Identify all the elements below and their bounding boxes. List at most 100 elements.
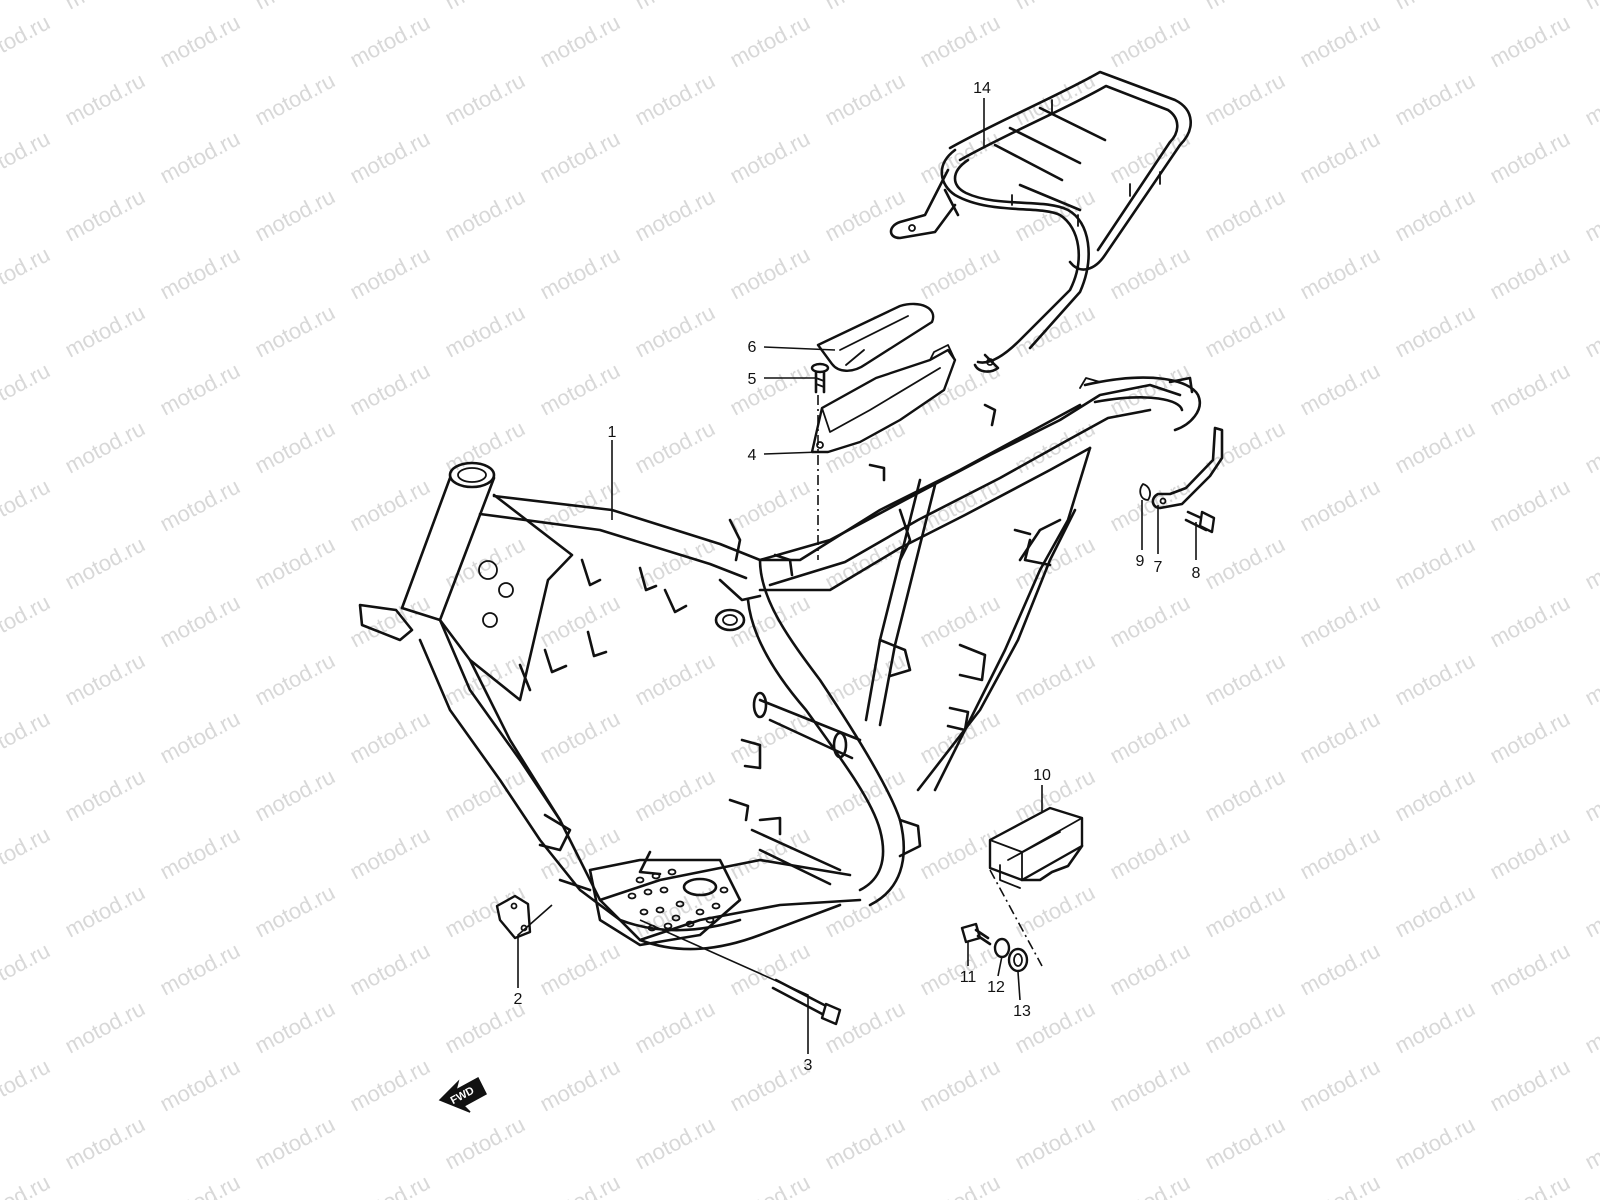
watermark-text: motod.ru bbox=[1201, 532, 1289, 595]
watermark-text: motod.ru bbox=[1106, 1170, 1194, 1200]
watermark-text: motod.ru bbox=[631, 880, 719, 943]
tray-bracket bbox=[810, 344, 957, 454]
watermark-text: motod.ru bbox=[346, 706, 434, 769]
watermark-text: motod.ru bbox=[631, 68, 719, 131]
skid-hole bbox=[655, 906, 665, 914]
watermark-text: motod.ru bbox=[1486, 474, 1574, 537]
watermark-text: motod.ru bbox=[1391, 532, 1479, 595]
watermark-text: motod.ru bbox=[1391, 0, 1479, 14]
watermark-text: motod.ru bbox=[726, 474, 814, 537]
watermark-text: motod.ru bbox=[536, 938, 624, 1001]
watermark-text: motod.ru bbox=[61, 1112, 149, 1175]
watermark-text: motod.ru bbox=[631, 0, 719, 14]
watermark-text: motod.ru bbox=[156, 822, 244, 885]
watermark-text: motod.ru bbox=[1011, 880, 1099, 943]
motorcycle-frame bbox=[358, 376, 1201, 951]
watermark-text: motod.ru bbox=[1486, 126, 1574, 189]
callout-10: 10 bbox=[1033, 767, 1051, 784]
watermark-text: motod.ru bbox=[536, 1170, 624, 1200]
watermark-text: motod.ru bbox=[441, 300, 529, 363]
watermark-text: motod.ru bbox=[821, 532, 909, 595]
watermark-text: motod.ru bbox=[1201, 68, 1289, 131]
watermark-text: motod.ru bbox=[1106, 590, 1194, 653]
watermark-text: motod.ru bbox=[1391, 764, 1479, 827]
watermark-text: motod.ru bbox=[0, 358, 54, 421]
watermark-text: motod.ru bbox=[1296, 358, 1384, 421]
skid-hole bbox=[695, 908, 705, 916]
watermark-text: motod.ru bbox=[726, 10, 814, 73]
watermark-text: motod.ru bbox=[441, 1112, 529, 1175]
watermark-text: motod.ru bbox=[61, 0, 149, 14]
watermark-text: motod.ru bbox=[631, 416, 719, 479]
bolt-11 bbox=[960, 922, 992, 946]
watermark-text: motod.ru bbox=[1296, 822, 1384, 885]
watermark-text: motod.ru bbox=[1486, 938, 1574, 1001]
watermark-text: motod.ru bbox=[1106, 1054, 1194, 1117]
watermark-text: motod.ru bbox=[346, 1170, 434, 1200]
watermark-text: motod.ru bbox=[1296, 10, 1384, 73]
watermark-text: motod.ru bbox=[61, 416, 149, 479]
callout-1: 1 bbox=[608, 424, 617, 441]
watermark-text: motod.ru bbox=[821, 0, 909, 14]
watermark-text: motod.ru bbox=[1581, 880, 1600, 943]
watermark-text: motod.ru bbox=[61, 300, 149, 363]
watermark-text: motod.ru bbox=[61, 532, 149, 595]
watermark-text: motod.ru bbox=[726, 358, 814, 421]
skid-hole bbox=[719, 886, 729, 894]
watermark-text: motod.ru bbox=[1106, 126, 1194, 189]
watermark-text: motod.ru bbox=[1201, 764, 1289, 827]
watermark-text: motod.ru bbox=[251, 996, 339, 1059]
callout-12: 12 bbox=[987, 979, 1005, 996]
watermark-text: motod.ru bbox=[251, 764, 339, 827]
watermark-text: motod.ru bbox=[0, 1054, 54, 1117]
watermark-text: motod.ru bbox=[0, 938, 54, 1001]
watermark-text: motod.ru bbox=[441, 184, 529, 247]
skid-hole bbox=[639, 908, 649, 916]
watermark-text: motod.ru bbox=[0, 590, 54, 653]
watermark-text: motod.ru bbox=[1296, 590, 1384, 653]
watermark-text: motod.ru bbox=[631, 1112, 719, 1175]
watermark-text: motod.ru bbox=[821, 68, 909, 131]
skid-hole bbox=[711, 902, 721, 910]
watermark-text: motod.ru bbox=[156, 938, 244, 1001]
callout-2: 2 bbox=[514, 991, 523, 1008]
skid-hole bbox=[635, 876, 645, 884]
luggage-rack bbox=[889, 70, 1192, 373]
watermark-text: motod.ru bbox=[1581, 648, 1600, 711]
watermark-text: motod.ru bbox=[61, 880, 149, 943]
watermark-text: motod.ru bbox=[536, 706, 624, 769]
watermark-text: motod.ru bbox=[1011, 300, 1099, 363]
watermark-text: motod.ru bbox=[61, 68, 149, 131]
leader-lines bbox=[517, 98, 1197, 1054]
watermark-text: motod.ru bbox=[0, 10, 54, 73]
callout-8: 8 bbox=[1192, 565, 1201, 582]
watermark-text: motod.ru bbox=[821, 880, 909, 943]
bolt-5 bbox=[810, 362, 830, 394]
skid-hole bbox=[667, 868, 677, 876]
watermark-text: motod.ru bbox=[156, 590, 244, 653]
watermark-text: motod.ru bbox=[251, 0, 339, 14]
watermark-text: motod.ru bbox=[1391, 300, 1479, 363]
watermark-text: motod.ru bbox=[1581, 996, 1600, 1059]
watermark-text: motod.ru bbox=[61, 648, 149, 711]
watermark-text: motod.ru bbox=[631, 300, 719, 363]
watermark-text: motod.ru bbox=[346, 126, 434, 189]
watermark-text: motod.ru bbox=[821, 1112, 909, 1175]
watermark-text: motod.ru bbox=[726, 1054, 814, 1117]
watermark-text: motod.ru bbox=[441, 68, 529, 131]
watermark-text: motod.ru bbox=[156, 474, 244, 537]
watermark-text: motod.ru bbox=[1106, 822, 1194, 885]
watermark-text: motod.ru bbox=[1201, 1112, 1289, 1175]
callout-9: 9 bbox=[1136, 553, 1145, 570]
watermark-text: motod.ru bbox=[0, 706, 54, 769]
watermark-text: motod.ru bbox=[916, 590, 1004, 653]
callout-13: 13 bbox=[1013, 1003, 1031, 1020]
skid-hole bbox=[627, 892, 637, 900]
watermark-text: motod.ru bbox=[156, 1054, 244, 1117]
watermark-text: motod.ru bbox=[1201, 880, 1289, 943]
callout-14: 14 bbox=[973, 80, 991, 97]
watermark-text: motod.ru bbox=[821, 996, 909, 1059]
watermark-text: motod.ru bbox=[251, 416, 339, 479]
watermark-text: motod.ru bbox=[1581, 532, 1600, 595]
watermark-text: motod.ru bbox=[61, 764, 149, 827]
